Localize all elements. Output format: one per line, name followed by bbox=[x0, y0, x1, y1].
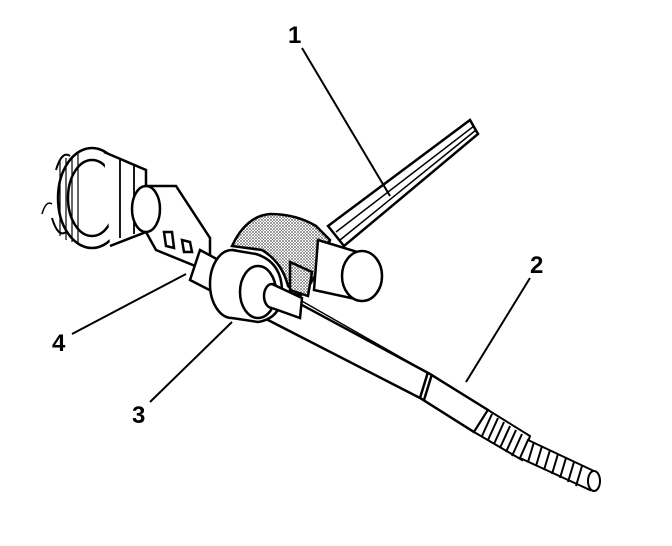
tool-cylinder bbox=[312, 238, 384, 303]
leader-lines bbox=[71, 47, 531, 403]
leader-line-3 bbox=[149, 321, 233, 403]
collar bbox=[208, 248, 304, 324]
callout-2: 2 bbox=[530, 252, 544, 279]
callout-4: 4 bbox=[52, 330, 66, 357]
callout-3: 3 bbox=[132, 402, 146, 429]
shift-fork bbox=[230, 212, 332, 298]
leader-line-2 bbox=[465, 277, 531, 383]
leader-line-4 bbox=[71, 273, 187, 335]
leader-line-1 bbox=[301, 47, 391, 197]
threaded-end bbox=[518, 438, 601, 492]
sleeve bbox=[130, 184, 212, 274]
tool-bar bbox=[326, 118, 480, 248]
gear-housing bbox=[41, 146, 148, 250]
callout-1: 1 bbox=[288, 22, 302, 49]
